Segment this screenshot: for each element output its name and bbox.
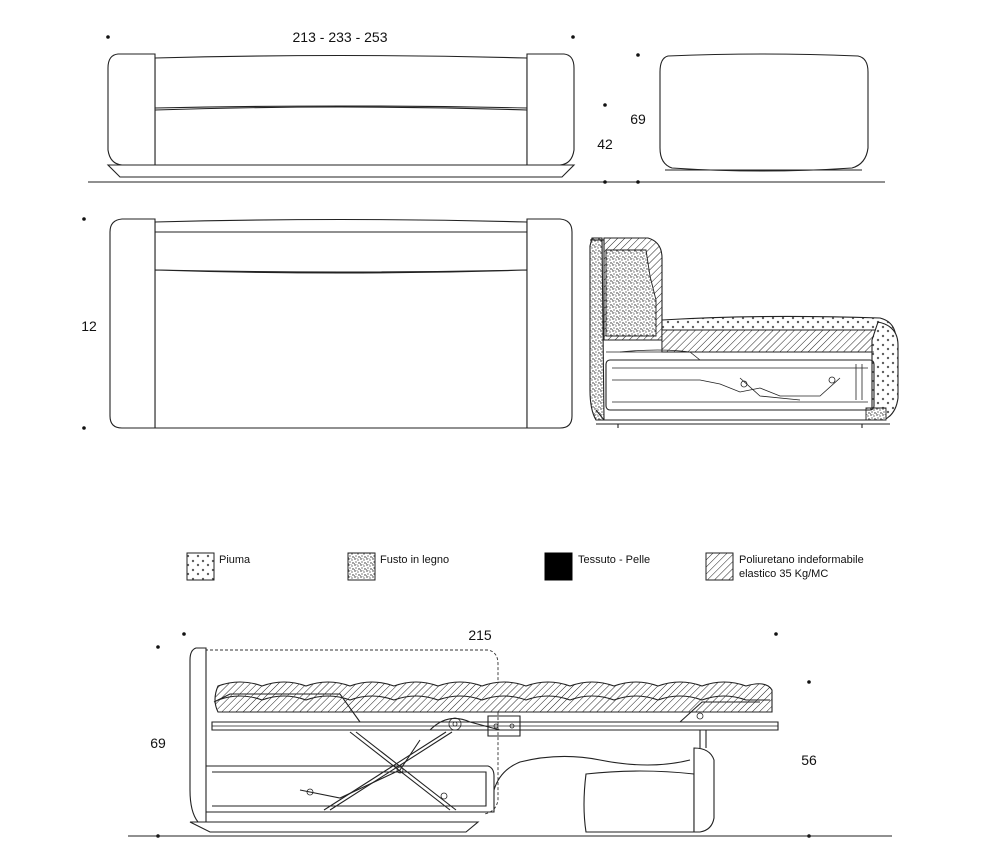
legend-item-polyurethane: Poliuretano indeformabile elastico 35 Kg… bbox=[705, 552, 864, 581]
legend-label-wood-frame: Fusto in legno bbox=[380, 554, 449, 566]
arm-width-label: 12 bbox=[81, 318, 97, 334]
front-view: 213 - 233 - 253 42 bbox=[88, 29, 640, 184]
legend-item-fabric-leather: Tessuto - Pelle bbox=[544, 552, 650, 581]
legend-label-polyurethane: Poliuretano indeformabile bbox=[739, 554, 864, 566]
top-view: 12 bbox=[81, 217, 573, 430]
bed-height-label: 56 bbox=[801, 752, 817, 768]
legend: Piuma Fusto in legno Tessuto - Pelle Pol… bbox=[186, 552, 864, 581]
legend-label-polyurethane-line2: elastico 35 Kg/MC bbox=[739, 568, 828, 580]
side-view: 69 bbox=[630, 53, 885, 184]
legend-item-feather: Piuma bbox=[186, 552, 251, 581]
width-dimension-label: 213 - 233 - 253 bbox=[293, 29, 388, 45]
cross-section-view bbox=[589, 237, 899, 428]
depth-dimension-label: 69 bbox=[630, 111, 646, 127]
open-bed-view: 215 69 56 bbox=[128, 627, 892, 838]
legend-label-fabric-leather: Tessuto - Pelle bbox=[578, 554, 650, 566]
legend-label-feather: Piuma bbox=[219, 554, 251, 566]
legend-item-wood-frame: Fusto in legno bbox=[347, 552, 449, 581]
bed-depth-label: 69 bbox=[150, 735, 166, 751]
bed-length-label: 215 bbox=[468, 627, 492, 643]
seat-height-label: 42 bbox=[597, 136, 613, 152]
